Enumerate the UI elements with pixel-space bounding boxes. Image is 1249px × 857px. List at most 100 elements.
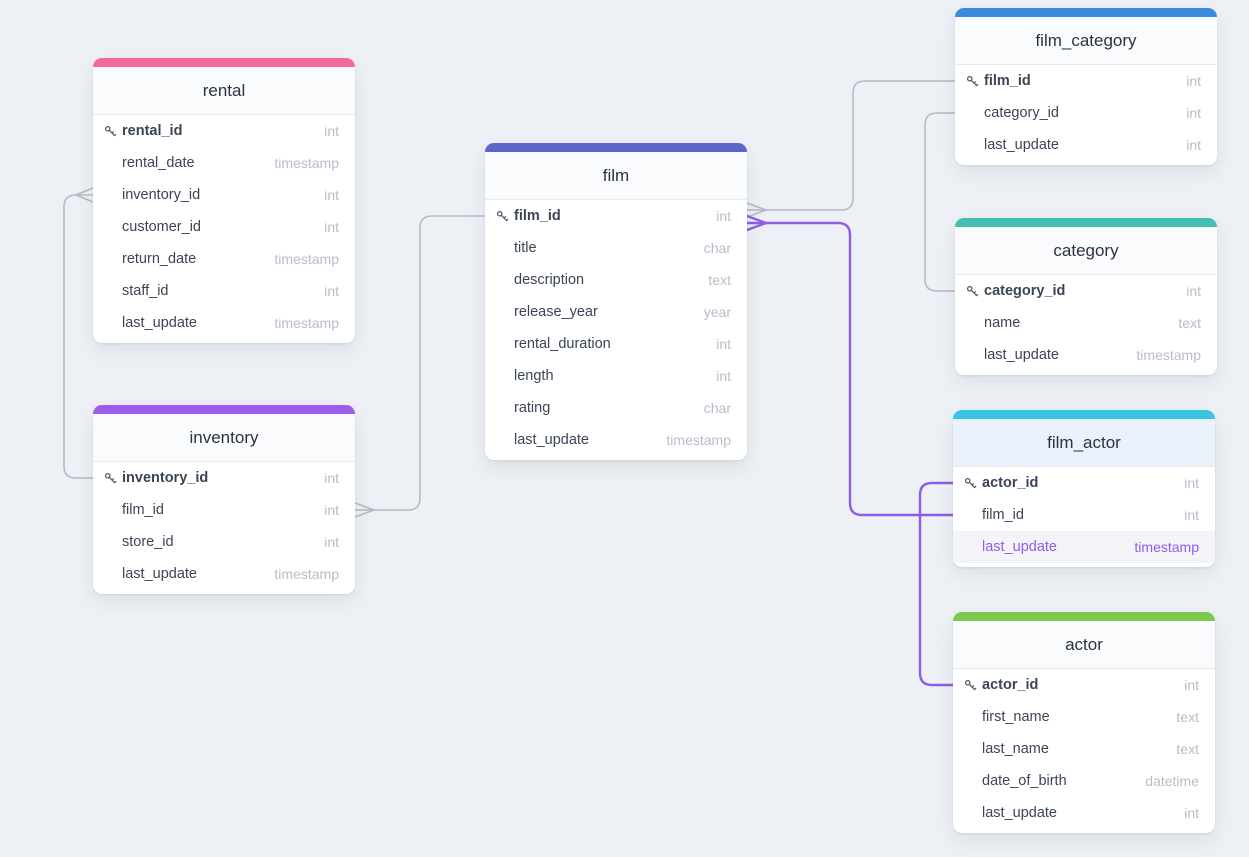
primary-key-icon (966, 75, 979, 88)
field-row[interactable]: title char (485, 232, 747, 264)
field-row[interactable]: date_of_birth datetime (953, 765, 1215, 797)
field-type: int (716, 208, 731, 224)
field-type: int (324, 283, 339, 299)
field-type: int (1184, 475, 1199, 491)
field-row[interactable]: last_update timestamp (485, 424, 747, 456)
field-type: int (324, 534, 339, 550)
field-name: film_id (982, 507, 1024, 523)
field-row[interactable]: staff_id int (93, 275, 355, 307)
field-type: timestamp (274, 315, 339, 331)
field-row[interactable]: film_id int (485, 200, 747, 232)
field-name: date_of_birth (982, 773, 1067, 789)
primary-key-icon (964, 679, 977, 692)
field-name: staff_id (122, 283, 169, 299)
table-card-film[interactable]: film film_id int title char description … (485, 143, 747, 460)
table-accent-bar (953, 410, 1215, 419)
relationship-film_actor-actor[interactable] (918, 481, 955, 687)
field-type: int (1186, 283, 1201, 299)
field-name: last_update (514, 432, 589, 448)
field-list: film_id int title char description text … (485, 200, 747, 460)
field-row[interactable]: film_id int (953, 499, 1215, 531)
field-row[interactable]: store_id int (93, 526, 355, 558)
crow-foot-marker (746, 202, 767, 211)
field-row[interactable]: last_name text (953, 733, 1215, 765)
field-name: rating (514, 400, 551, 416)
field-row[interactable]: last_update int (955, 129, 1217, 161)
field-name: last_update (984, 347, 1059, 363)
relationship-rental-inventory[interactable] (63, 187, 94, 479)
field-row[interactable]: description text (485, 264, 747, 296)
field-name: category_id (966, 283, 1065, 299)
field-row[interactable]: first_name text (953, 701, 1215, 733)
field-row[interactable]: film_id int (955, 65, 1217, 97)
relationship-film_category-category[interactable] (924, 112, 956, 292)
field-row[interactable]: last_update timestamp (93, 558, 355, 590)
relationship-film-film_category[interactable] (746, 80, 956, 218)
relationship-film-film_actor[interactable] (745, 214, 955, 517)
field-type: int (324, 219, 339, 235)
table-card-film_actor[interactable]: film_actor actor_id int film_id int last… (953, 410, 1215, 567)
field-name: film_id (966, 73, 1031, 89)
field-row[interactable]: last_update timestamp (93, 307, 355, 339)
field-type: int (324, 123, 339, 139)
field-name: rental_id (104, 123, 182, 139)
crow-foot-marker (354, 509, 375, 518)
field-row[interactable]: rental_duration int (485, 328, 747, 360)
field-name: last_update (984, 137, 1059, 153)
field-row[interactable]: rental_id int (93, 115, 355, 147)
crow-foot-marker (746, 209, 767, 218)
table-accent-bar (93, 405, 355, 414)
table-card-film_category[interactable]: film_category film_id int category_id in… (955, 8, 1217, 165)
field-row[interactable]: actor_id int (953, 669, 1215, 701)
field-type: int (324, 502, 339, 518)
field-row[interactable]: last_update int (953, 797, 1215, 829)
field-name: return_date (122, 251, 197, 267)
field-type: timestamp (274, 155, 339, 171)
table-card-inventory[interactable]: inventory inventory_id int film_id int s… (93, 405, 355, 594)
table-accent-bar (955, 8, 1217, 17)
table-card-rental[interactable]: rental rental_id int rental_date timesta… (93, 58, 355, 343)
field-type: datetime (1145, 773, 1199, 789)
field-type: text (1178, 315, 1201, 331)
field-type: year (703, 304, 731, 320)
table-accent-bar (953, 612, 1215, 621)
table-accent-bar (955, 218, 1217, 227)
field-row[interactable]: length int (485, 360, 747, 392)
field-row[interactable]: release_year year (485, 296, 747, 328)
field-row-highlighted[interactable]: last_update timestamp (953, 531, 1215, 563)
field-type: timestamp (666, 432, 731, 448)
table-title: rental (93, 67, 355, 115)
field-name: customer_id (122, 219, 201, 235)
field-type: char (703, 400, 731, 416)
field-name: film_id (122, 502, 164, 518)
field-row[interactable]: category_id int (955, 97, 1217, 129)
relationship-inventory-film[interactable] (354, 215, 486, 518)
field-row[interactable]: return_date timestamp (93, 243, 355, 275)
field-row[interactable]: rating char (485, 392, 747, 424)
field-type: text (708, 272, 731, 288)
table-card-actor[interactable]: actor actor_id int first_name text last_… (953, 612, 1215, 833)
field-type: text (1176, 741, 1199, 757)
field-row[interactable]: inventory_id int (93, 462, 355, 494)
field-type: int (1186, 105, 1201, 121)
field-row[interactable]: customer_id int (93, 211, 355, 243)
field-list: actor_id int first_name text last_name t… (953, 669, 1215, 833)
field-row[interactable]: film_id int (93, 494, 355, 526)
field-row[interactable]: category_id int (955, 275, 1217, 307)
field-type: text (1176, 709, 1199, 725)
table-card-category[interactable]: category category_id int name text last_… (955, 218, 1217, 375)
field-list: rental_id int rental_date timestamp inve… (93, 115, 355, 343)
field-row[interactable]: actor_id int (953, 467, 1215, 499)
field-type: int (1184, 677, 1199, 693)
field-type: int (716, 336, 731, 352)
field-row[interactable]: rental_date timestamp (93, 147, 355, 179)
field-list: film_id int category_id int last_update … (955, 65, 1217, 165)
field-type: char (703, 240, 731, 256)
field-row[interactable]: name text (955, 307, 1217, 339)
field-name: film_id (496, 208, 561, 224)
field-row[interactable]: last_update timestamp (955, 339, 1217, 371)
field-row[interactable]: inventory_id int (93, 179, 355, 211)
field-type: int (324, 470, 339, 486)
table-title: film_category (955, 17, 1217, 65)
field-name: last_update (982, 805, 1057, 821)
